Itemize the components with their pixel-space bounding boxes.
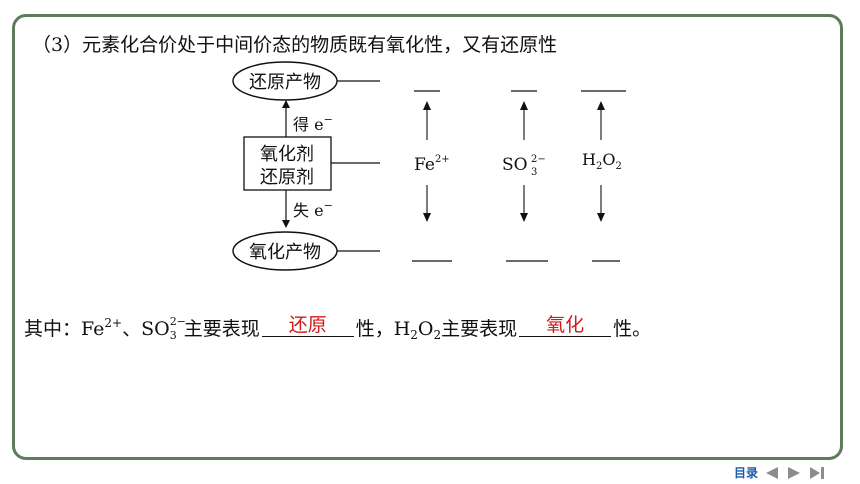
so3-down-arrow-head: [520, 213, 528, 222]
content-frame: [12, 14, 843, 460]
so3-charge: 2−: [531, 154, 546, 165]
h-sub: 2: [410, 328, 418, 342]
reducing-agent-label: 还原剂: [260, 167, 314, 188]
conclusion-text3: 主要表现: [441, 318, 518, 340]
conclusion-text2: 性，H: [355, 318, 411, 340]
loss-electron-label: 失 e−: [293, 199, 333, 220]
so3-charge-text: 2−: [169, 315, 186, 328]
reduction-product-label: 还原产物: [249, 72, 321, 93]
answer-blank-1: 还原: [261, 314, 354, 337]
fe-up-arrow-head: [423, 101, 431, 110]
conclusion-text1: 主要表现: [183, 318, 260, 340]
slide-navigation: 目录: [734, 464, 826, 481]
h2o2-species: H2O2: [582, 150, 622, 172]
redox-diagram: 还原产物 得 e− 氧化剂 还原剂 失 e− 氧化产物 Fe2+ SO 2− 3…: [232, 61, 626, 271]
so3-species: SO: [502, 155, 528, 175]
fe-charge: 2+: [104, 316, 123, 330]
o-letter: O: [417, 318, 434, 340]
so3-up-arrow-head: [520, 101, 528, 110]
h2o2-down-arrow-head: [597, 213, 605, 222]
gain-arrow-head: [282, 100, 290, 108]
so3-sub-text: 3: [169, 329, 177, 342]
conclusion-sep: 、SO: [122, 318, 170, 340]
loss-arrow-head: [282, 220, 290, 228]
section-heading: （3）元素化合价处于中间价态的物质既有氧化性，又有还原性: [32, 34, 558, 56]
next-slide-icon[interactable]: [786, 466, 802, 480]
fe-species: Fe2+: [414, 154, 450, 175]
answer-blank-2: 氧化: [519, 314, 612, 337]
conclusion-prefix: 其中：Fe: [24, 318, 105, 340]
gain-electron-label: 得 e−: [293, 113, 333, 134]
h2o2-up-arrow-head: [597, 101, 605, 110]
table-of-contents-link[interactable]: 目录: [734, 466, 759, 480]
fe-down-arrow-head: [423, 213, 431, 222]
so3-subscript: 3: [531, 167, 537, 178]
previous-slide-icon[interactable]: [764, 466, 780, 480]
oxidizing-agent-label: 氧化剂: [260, 144, 314, 165]
so3-charge-stack: 2−3: [170, 315, 186, 342]
conclusion-text4: 性。: [613, 318, 652, 340]
o-sub: 2: [433, 328, 442, 342]
last-slide-icon[interactable]: [808, 466, 826, 480]
oxidation-product-label: 氧化产物: [249, 242, 321, 263]
